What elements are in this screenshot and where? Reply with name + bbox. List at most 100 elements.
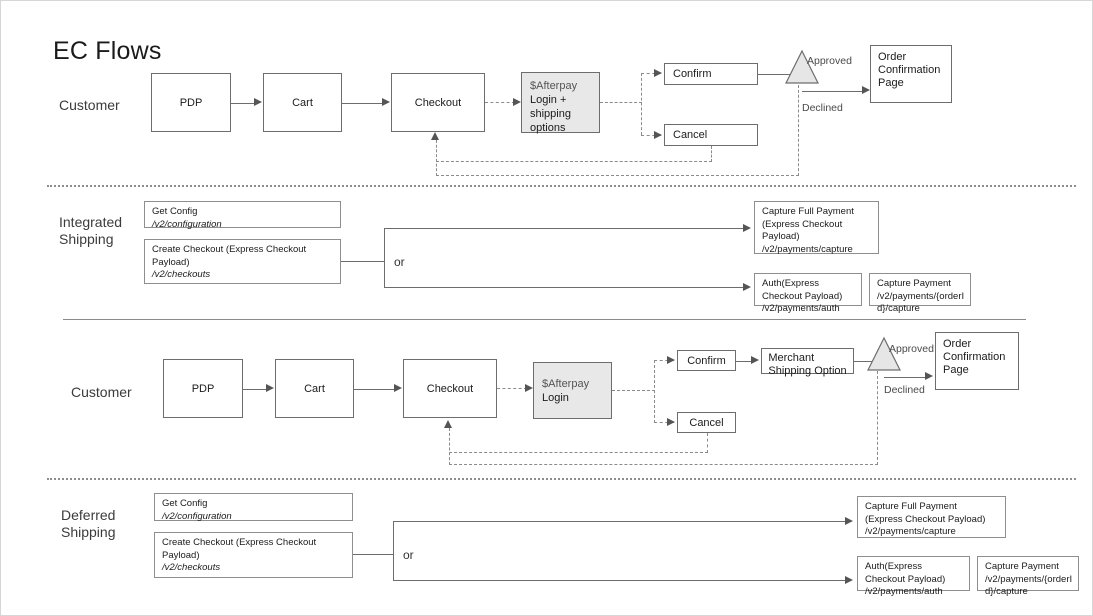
return-declined-horizontal-2 [449,464,878,465]
lane-label-customer-1: Customer [59,97,120,113]
api-create-checkout-deferred-path: /v2/checkouts [162,562,221,573]
return-cancel-vertical-2 [707,433,708,453]
api-auth-deferred-path: /v2/payments/auth [865,586,943,597]
api-capture-full-payment-deferred-path: /v2/payments/capture [865,526,956,537]
or-bracket-vertical-deferred [393,521,395,581]
node-checkout-1-label: Checkout [414,96,462,109]
connector-or-capture-full-deferred [393,521,848,523]
split-vertical-1 [641,73,642,135]
connector-approved-order-2 [884,376,928,378]
node-merchant-shipping-option[interactable]: Merchant Shipping Option [761,348,854,377]
api-create-checkout-integrated[interactable]: Create Checkout (Express Checkout Payloa… [144,239,341,284]
connector-confirm-decision-1 [758,73,792,75]
api-auth-deferred[interactable]: Auth(Express Checkout Payload) /v2/payme… [857,556,970,597]
connector-or-auth-deferred [393,580,848,582]
arrowhead-checkout-afterpay-2 [525,384,533,392]
divider-dotted-2 [47,478,1076,480]
api-auth-deferred-title: Auth(Express Checkout Payload) [865,561,946,585]
node-checkout-2-label: Checkout [426,382,474,395]
api-auth-integrated[interactable]: Auth(Express Checkout Payload) /v2/payme… [754,273,862,314]
api-get-config-deferred-path: /v2/configuration [162,510,232,522]
label-declined-2: Declined [884,384,925,396]
api-create-checkout-deferred-title: Create Checkout (Express Checkout Payloa… [162,537,317,561]
api-capture-full-payment-integrated-title: Capture Full Payment (Express Checkout P… [762,206,854,242]
return-cancel-horizontal-1 [436,161,712,162]
api-capture-payment-integrated[interactable]: Capture Payment /v2/payments/{orderI d}/… [869,273,971,314]
api-auth-integrated-title: Auth(Express Checkout Payload) [762,278,843,302]
return-declined-vertical-1 [798,85,799,176]
api-capture-payment-deferred[interactable]: Capture Payment /v2/payments/{orderI d}/… [977,556,1079,597]
api-create-checkout-integrated-title: Create Checkout (Express Checkout Payloa… [152,244,307,268]
arrowhead-pdp-cart-2 [266,384,274,392]
decision-diamond-1 [785,49,819,85]
arrowhead-pdp-cart-1 [254,98,262,106]
label-approved-1: Approved [807,55,852,67]
connector-split-cancel-2 [654,422,674,423]
node-confirm-1[interactable]: Confirm [664,63,758,85]
api-get-config-integrated-path: /v2/configuration [152,218,222,230]
connector-approved-order-1 [802,90,866,92]
api-capture-payment-integrated-path: /v2/payments/{orderI d}/capture [877,290,965,315]
connector-afterpay-split-1 [600,102,642,103]
arrowhead-checkout-afterpay-1 [513,98,521,106]
divider-dotted-1 [47,185,1076,187]
node-cancel-2[interactable]: Cancel [677,412,736,433]
api-capture-full-payment-deferred-title: Capture Full Payment (Express Checkout P… [865,501,986,525]
api-capture-full-payment-integrated[interactable]: Capture Full Payment (Express Checkout P… [754,201,879,255]
node-pdp-1-label: PDP [179,96,203,109]
lane-label-integrated-shipping: Integrated Shipping [59,214,123,247]
api-create-checkout-integrated-path: /v2/checkouts [152,269,211,280]
arrowhead-cart-checkout-2 [394,384,402,392]
api-capture-payment-integrated-title: Capture Payment [877,278,951,289]
connector-merchant-decision-2 [854,360,882,362]
arrowhead-cancel-1 [654,131,662,139]
node-cart-2[interactable]: Cart [275,359,354,418]
connector-checkout-afterpay-2 [497,388,527,389]
node-confirm-2[interactable]: Confirm [677,350,736,371]
arrowhead-capture-full-deferred [845,516,853,525]
page-title: EC Flows [53,37,162,65]
node-cancel-1[interactable]: Cancel [664,124,758,146]
node-pdp-1[interactable]: PDP [151,73,231,132]
afterpay-brand-2: $Afterpay [542,377,590,390]
connector-checkout-afterpay-1 [485,102,515,103]
node-confirm-1-label: Confirm [673,68,712,80]
or-label-deferred: or [403,548,414,562]
node-cart-2-label: Cart [304,382,325,395]
node-order-confirmation-2[interactable]: Order Confirmation Page [935,332,1019,390]
split-vertical-2 [654,360,655,423]
arrowhead-merchant-2 [751,356,759,364]
node-order-confirmation-1[interactable]: Order Confirmation Page [870,45,952,103]
node-cancel-2-label: Cancel [689,416,724,429]
api-get-config-integrated-title: Get Config [152,206,198,217]
node-confirm-2-label: Confirm [687,354,726,367]
api-auth-integrated-path: /v2/payments/auth [762,303,840,314]
connector-split-confirm-2 [654,360,674,361]
label-declined-1: Declined [802,102,843,114]
arrowhead-capture-full-integrated [743,223,751,232]
node-afterpay-2[interactable]: $Afterpay Login [533,362,612,419]
api-capture-full-payment-deferred[interactable]: Capture Full Payment (Express Checkout P… [857,496,1006,538]
connector-split-confirm-1 [641,73,661,74]
node-pdp-2[interactable]: PDP [163,359,243,418]
connector-cart-checkout-2 [354,388,395,390]
connector-pdp-cart-2 [243,388,267,390]
return-cancel-vertical-1 [711,146,712,162]
connector-cart-checkout-1 [342,102,383,104]
arrowhead-confirm-2 [667,356,675,364]
arrowhead-cancel-2 [667,418,675,426]
decision-diamond-2 [867,336,901,372]
api-get-config-integrated[interactable]: Get Config /v2/configuration [144,201,341,230]
node-pdp-2-label: PDP [191,382,215,395]
node-afterpay-1[interactable]: $Afterpay Login + shipping options [521,72,600,134]
node-checkout-1[interactable]: Checkout [391,73,485,132]
api-create-checkout-deferred[interactable]: Create Checkout (Express Checkout Payloa… [154,532,353,578]
node-cart-1[interactable]: Cart [263,73,342,132]
api-get-config-deferred[interactable]: Get Config /v2/configuration [154,493,353,522]
connector-or-capture-full-integrated [384,228,746,230]
node-checkout-2[interactable]: Checkout [403,359,497,418]
connector-or-auth-integrated [384,287,746,289]
afterpay-desc-1: Login + shipping options [530,94,571,134]
api-capture-payment-deferred-title: Capture Payment [985,561,1059,572]
